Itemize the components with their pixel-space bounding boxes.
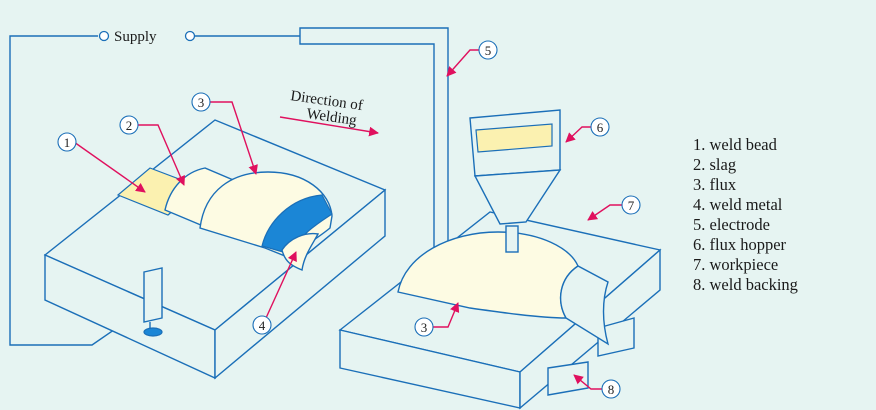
- callout-3b-marker: [414, 317, 434, 337]
- callout-1: 1: [64, 135, 71, 150]
- callout-6: 6: [597, 120, 604, 135]
- callout-1-marker: [57, 132, 77, 152]
- legend-item-4: 4. weld metal: [693, 195, 783, 214]
- direction-indicator: Direction of Welding: [279, 88, 379, 137]
- callout-4: 4: [259, 318, 266, 333]
- supply-terminal-right: [184, 30, 196, 42]
- callout-7-marker: [621, 195, 641, 215]
- callout-3: 3: [198, 95, 205, 110]
- supply-label: Supply: [114, 29, 157, 45]
- flux-hopper: [469, 109, 562, 225]
- callout-8: 8: [608, 382, 615, 397]
- legend-item-8: 8. weld backing: [693, 275, 798, 294]
- legend-item-6: 6. flux hopper: [693, 235, 787, 254]
- callout-5-marker: [478, 40, 498, 60]
- direction-arrow: [279, 116, 379, 137]
- callout-3b: 3: [421, 320, 428, 335]
- legend-item-1: 1. weld bead: [693, 135, 778, 154]
- callout-5: 5: [485, 43, 492, 58]
- legend-item-5: 5. electrode: [693, 215, 770, 234]
- left-workpiece: [43, 119, 387, 380]
- legend: 1. weld bead 2. slag 3. flux 4. weld met…: [693, 135, 798, 294]
- callout-6-marker: [590, 117, 610, 137]
- right-workpiece: [338, 211, 662, 410]
- legend-item-3: 3. flux: [693, 175, 737, 194]
- supply-terminal-left: [98, 30, 110, 42]
- callout-2-marker: [119, 115, 139, 135]
- callouts: 1 2 3 4 5 6 7 3 8: [57, 40, 641, 399]
- callout-4-marker: [252, 315, 272, 335]
- backing-stud: [143, 267, 163, 323]
- callout-8-marker: [601, 379, 621, 399]
- callout-3-marker: [191, 92, 211, 112]
- weld-backing: [547, 361, 589, 396]
- legend-item-2: 2. slag: [693, 155, 736, 174]
- callout-2: 2: [126, 118, 133, 133]
- supply-circuit: Supply: [9, 29, 300, 346]
- callout-7: 7: [628, 198, 635, 213]
- legend-item-7: 7. workpiece: [693, 255, 778, 274]
